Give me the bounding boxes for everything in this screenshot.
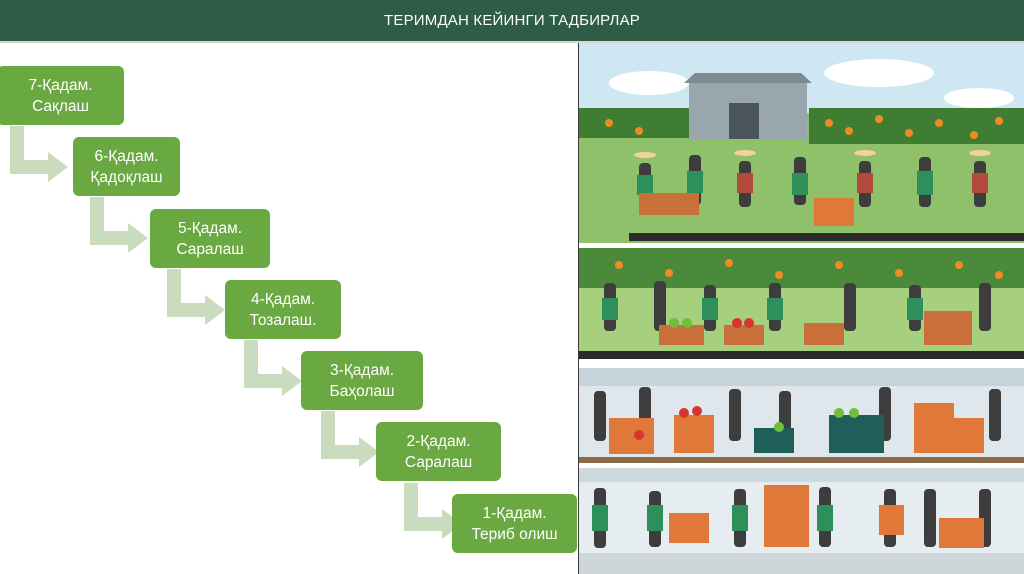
step-1-box: 1-Қадам. Териб олиш [452, 494, 577, 553]
step-6-label: Қадоқлаш [90, 168, 163, 186]
arrow-4-to-3 [244, 340, 302, 396]
panel-orchard-crates [579, 248, 1024, 359]
content-divider [578, 43, 579, 574]
step-7-box: 7-Қадам. Сақлаш [0, 66, 124, 125]
arrow-6-to-5 [90, 197, 148, 253]
step-2-number: 2-Қадам. [406, 432, 471, 450]
step-6-number: 6-Қадам. [94, 147, 159, 165]
step-1-label: Териб олиш [471, 525, 558, 543]
step-4-label: Тозалаш. [249, 311, 317, 329]
slide-title: ТЕРИМДАН КЕЙИНГИ ТАДБИРЛАР [384, 12, 640, 29]
step-5-label: Саралаш [176, 240, 244, 258]
harvest-illustration [579, 43, 1024, 574]
arrow-7-to-6 [10, 126, 68, 182]
step-1-number: 1-Қадам. [482, 504, 547, 522]
panel-warehouse-packing [579, 468, 1024, 574]
arrow-5-to-4 [167, 269, 225, 325]
step-arrows [10, 126, 462, 539]
step-3-number: 3-Қадам. [329, 361, 395, 379]
step-2-box: 2-Қадам. Саралаш [376, 422, 501, 481]
slide-header: ТЕРИМДАН КЕЙИНГИ ТАДБИРЛАР [0, 0, 1024, 41]
step-7-label: Сақлаш [32, 97, 89, 115]
step-5-box: 5-Қадам. Саралаш [150, 209, 270, 268]
step-3-label: Баҳолаш [329, 382, 395, 400]
header-rule [0, 41, 1024, 43]
step-2-label: Саралаш [404, 453, 473, 471]
step-4-number: 4-Қадам. [250, 290, 316, 308]
panel-warehouse-sorting [579, 368, 1024, 463]
step-6-box: 6-Қадам. Қадоқлаш [73, 137, 180, 196]
arrow-3-to-2 [321, 411, 379, 467]
arrow-2-to-1 [404, 483, 462, 539]
step-7-number: 7-Қадам. [28, 76, 93, 94]
step-3-box: 3-Қадам. Баҳолаш [301, 351, 423, 410]
step-5-number: 5-Қадам. [177, 219, 243, 237]
panel-orchard-harvest [579, 43, 1024, 243]
step-4-box: 4-Қадам. Тозалаш. [225, 280, 341, 339]
